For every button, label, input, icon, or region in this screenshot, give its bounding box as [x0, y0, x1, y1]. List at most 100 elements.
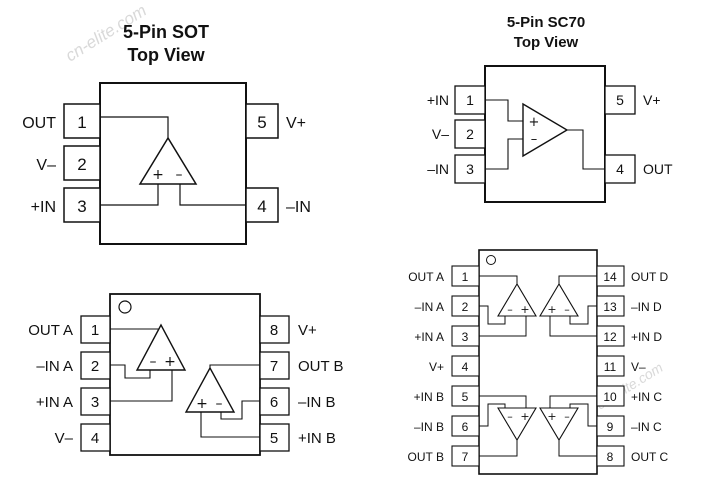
dual8-body: [109, 293, 261, 456]
quad14-plus-symbol-b: +: [520, 410, 529, 423]
quad14-wire-out-c: [558, 440, 597, 457]
sot5-pin-5-name: V+: [286, 115, 306, 132]
sot5-pin-1-number: 1: [77, 113, 86, 132]
quad14-package: 1 2 3 4 5 6 7 8 9 10 11 12 13 14 OUT A –…: [408, 249, 668, 475]
quad14-plus-symbol-d: +: [547, 303, 556, 316]
quad14-pin-11-number: 11: [604, 360, 617, 374]
sc70-amplifier: [522, 102, 569, 158]
sot5-pin-2-name: V–: [36, 157, 56, 174]
sot5-wire-plus: [100, 184, 159, 206]
sc70-pin-3-name: –IN: [427, 161, 449, 177]
dual8-pin-5: [259, 423, 290, 452]
dual8-pin1-marker: [118, 300, 132, 314]
dual8-pin-2: [80, 351, 111, 380]
sc70-plus-symbol: +: [529, 115, 540, 130]
sot5-pin-1-name: OUT: [22, 115, 56, 132]
quad14-pin-4-number: 4: [462, 360, 469, 374]
quad14-pin-5-name: +IN B: [414, 390, 444, 404]
dual8-wire-plus-b: [200, 412, 260, 438]
quad14-wire-out-b: [479, 440, 518, 457]
sc70-pin-5-name: V+: [643, 92, 661, 108]
quad14-pin-7-name: OUT B: [408, 450, 444, 464]
dual8-pin-4: [80, 423, 111, 452]
quad14-pin-13-name: –IN D: [631, 300, 662, 314]
quad14-wire-minus-d: [569, 305, 597, 325]
quad14-wire-minus-a: [479, 305, 506, 325]
quad14-wire-plus-d: [549, 316, 597, 337]
sc70-pin-5-number: 5: [616, 92, 624, 108]
quad14-amplifier-d: [539, 282, 579, 317]
sot5-minus-symbol: –: [176, 167, 183, 183]
quad14-pin-10-name: +IN C: [631, 390, 662, 404]
dual8-pin-8-name: V+: [298, 322, 317, 339]
dual8-pin-4-name: V–: [55, 430, 74, 447]
quad14-amplifier-c: [539, 407, 579, 442]
dual8-pin-6-name: –IN B: [298, 394, 336, 411]
dual8-pin-7-number: 7: [270, 358, 278, 375]
quad14-pin-5-number: 5: [462, 390, 469, 404]
sc70-pin-3-number: 3: [466, 161, 474, 177]
sc70-pin-4-name: OUT: [643, 161, 673, 177]
quad14-pin-1-number: 1: [462, 270, 469, 284]
dual8-package: 1 2 3 4 5 6 7 8 OUT A –IN A +IN A V– +IN…: [28, 293, 344, 456]
sot5-pin-3-name: +IN: [31, 199, 56, 216]
sot5-pin-4-number: 4: [257, 197, 266, 216]
dual8-pin-1-name: OUT A: [28, 322, 73, 339]
dual8-pin-6-number: 6: [270, 394, 278, 411]
sot5-pin-4-name: –IN: [286, 199, 311, 216]
dual8-pin-8: [259, 315, 290, 344]
quad14-minus-symbol-a: –: [507, 303, 513, 316]
sot5-pin-2-number: 2: [77, 155, 86, 174]
quad14-wire-out-a: [479, 275, 518, 284]
quad14-pin-12-name: +IN D: [631, 330, 662, 344]
quad14-pin-3-name: +IN A: [414, 330, 444, 344]
dual8-amplifier-a: [135, 323, 187, 371]
sot5-wire-minus: [179, 184, 246, 206]
quad14-pin-7-number: 7: [462, 450, 469, 464]
sot5-subtitle: Top View: [127, 45, 205, 65]
quad14-wire-out-d: [558, 275, 597, 284]
sot5-amplifier: [138, 136, 198, 185]
sc70-pin-3: [454, 154, 486, 184]
quad14-pin1-marker: [486, 255, 496, 265]
dual8-pin-3-name: +IN A: [36, 394, 73, 411]
sot5-pin-5: [245, 103, 279, 139]
quad14-amplifier-b: [497, 407, 537, 442]
quad14-wire-minus-b: [479, 403, 506, 427]
sc70-pin-1-number: 1: [466, 92, 474, 108]
quad14-pin-2-name: –IN A: [415, 300, 444, 314]
sot5-wire-out: [100, 116, 169, 138]
dual8-plus-symbol-b: +: [196, 396, 208, 412]
dual8-pin-4-number: 4: [91, 430, 99, 447]
sc70-pin-5: [604, 85, 636, 115]
sc70-pin-1: [454, 85, 486, 115]
quad14-pin-9-name: –IN C: [631, 420, 662, 434]
dual8-pin-5-name: +IN B: [298, 430, 336, 447]
sc70-wire-plus: [485, 99, 523, 122]
sot5-package: 5-Pin SOT Top View 1 2 3 4 5 OUT V– +IN …: [22, 22, 311, 245]
quad14-pin-2-number: 2: [462, 300, 469, 314]
dual8-pin-5-number: 5: [270, 430, 278, 447]
quad14-wire-plus-a: [479, 316, 527, 337]
quad14-pin-3-number: 3: [462, 330, 469, 344]
dual8-pin-7-name: OUT B: [298, 358, 344, 375]
dual8-amplifier-b: [184, 366, 236, 413]
quad14-pin-11-name: V–: [631, 360, 646, 374]
sot5-pin-1: [63, 103, 101, 139]
quad14-pin-6-number: 6: [462, 420, 469, 434]
quad14-wire-plus-b: [479, 395, 527, 408]
quad14-pin-8-name: OUT C: [631, 450, 668, 464]
quad14-pin-12-number: 12: [603, 330, 617, 344]
dual8-wire-minus-a: [110, 364, 151, 379]
quad14-pin-10-number: 10: [603, 390, 617, 404]
sc70-pin-2-name: V–: [432, 126, 449, 142]
quad14-pin-14-name: OUT D: [631, 270, 668, 284]
sot5-pin-4: [245, 187, 279, 223]
dual8-minus-symbol-a: –: [150, 354, 157, 370]
dual8-pin-1-number: 1: [91, 322, 99, 339]
sc70-pin-1-name: +IN: [427, 92, 449, 108]
quad14-pin-8-number: 8: [607, 450, 614, 464]
dual8-wire-minus-b: [220, 400, 260, 420]
quad14-pin-4: [451, 355, 480, 377]
